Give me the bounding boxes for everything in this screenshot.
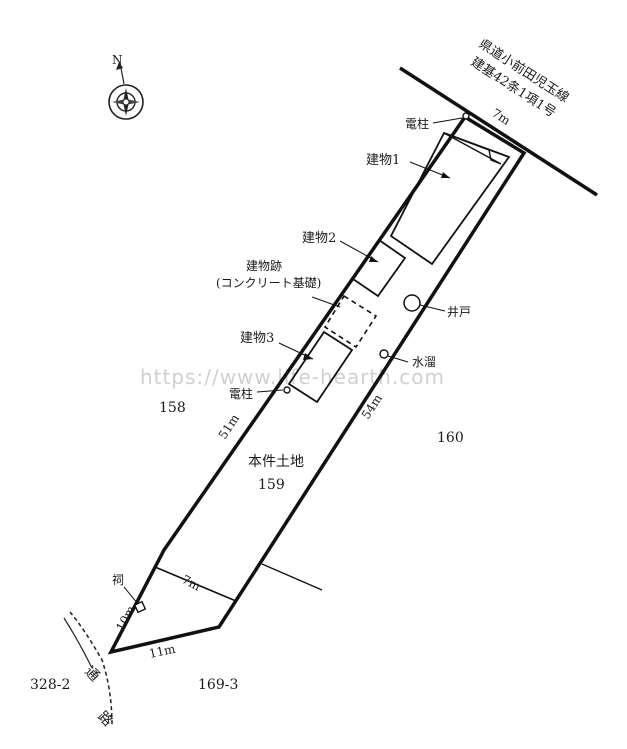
building-1-label: 建物1 [366, 153, 400, 168]
path-edge [63, 617, 93, 669]
pole-top-label: 電柱 [405, 116, 429, 131]
leader-pole-top [432, 117, 463, 124]
building-2-label: 建物2 [302, 231, 336, 246]
well-icon [403, 294, 421, 312]
ruins-note-label: (コンクリート基礎) [216, 276, 321, 290]
ruins-label: 建物跡 [246, 258, 282, 273]
utility-pole-top-icon [462, 112, 470, 120]
lot-160-label: 160 [437, 430, 464, 446]
well-label: 井戸 [447, 305, 471, 319]
building-ruins [323, 294, 378, 349]
dim-right-side: 54m [359, 391, 386, 421]
leader-ruins [311, 296, 341, 308]
building-1-detail [443, 132, 502, 165]
water-icon [379, 349, 389, 359]
compass-icon [108, 62, 144, 120]
north-label: N [112, 53, 123, 67]
dim-left-side: 51m [216, 411, 243, 441]
dim-bottom-side: 11m [148, 642, 178, 661]
water-label: 水溜 [412, 354, 436, 369]
building-3 [287, 330, 354, 404]
dim-inner-width: 7m [180, 572, 204, 594]
leader-pole-mid [256, 389, 284, 393]
shrine-icon [133, 600, 147, 614]
lot-158-label: 158 [159, 400, 186, 416]
dim-frontage: 7m [489, 106, 513, 128]
building-3-label: 建物3 [240, 331, 274, 346]
leader-water [387, 355, 409, 363]
neighbor-boundary-line [261, 563, 323, 591]
property-boundary [107, 114, 527, 655]
subject-land-label: 本件土地 [248, 454, 304, 470]
path-boundary [69, 611, 113, 726]
shrine-label: 祠 [112, 573, 124, 587]
leader-well [419, 304, 446, 312]
pole-mid-label: 電柱 [229, 386, 253, 401]
road-line [399, 66, 598, 197]
building-2 [351, 238, 407, 298]
inner-width-line [154, 566, 237, 602]
utility-pole-mid-icon [283, 386, 291, 394]
lot-169-3-label: 169-3 [198, 677, 238, 693]
lot-328-2-label: 328-2 [30, 677, 70, 693]
path-char-1: 通 [81, 664, 102, 685]
path-char-2: 路 [94, 709, 115, 730]
lot-159-label: 159 [258, 477, 285, 493]
leader-shrine [123, 586, 139, 605]
